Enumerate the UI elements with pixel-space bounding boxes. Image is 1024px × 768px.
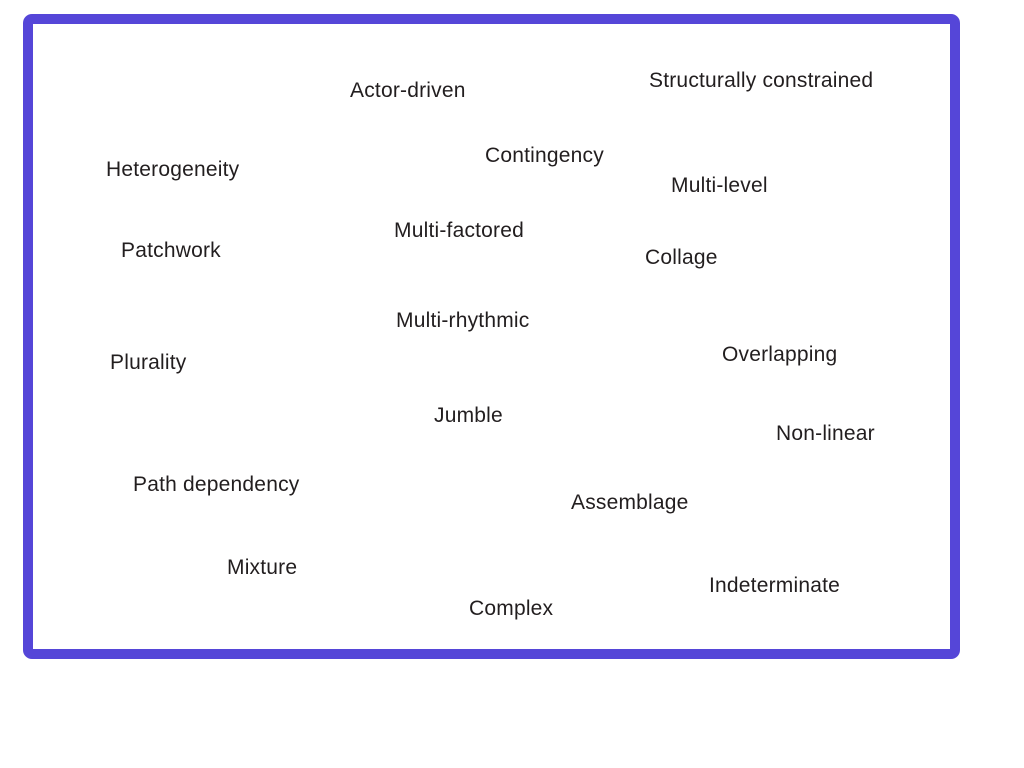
concept-label: Structurally constrained [649,69,874,92]
concept-label: Path dependency [133,473,300,496]
concept-label: Multi-rhythmic [396,309,530,332]
concept-label: Complex [469,597,554,620]
concept-label: Multi-level [671,174,768,197]
concept-label: Heterogeneity [106,158,240,181]
concept-label: Patchwork [121,239,221,262]
concept-label: Mixture [227,556,298,579]
concept-label: Plurality [110,351,187,374]
concept-label: Collage [645,246,718,269]
concept-label: Assemblage [571,491,689,514]
concept-label: Jumble [434,404,503,427]
concept-label: Multi-factored [394,219,525,242]
concept-label: Indeterminate [709,574,841,597]
concept-label: Actor-driven [350,79,466,102]
concept-label: Non-linear [776,422,875,445]
concept-label: Contingency [485,144,604,167]
concept-label: Overlapping [722,343,838,366]
